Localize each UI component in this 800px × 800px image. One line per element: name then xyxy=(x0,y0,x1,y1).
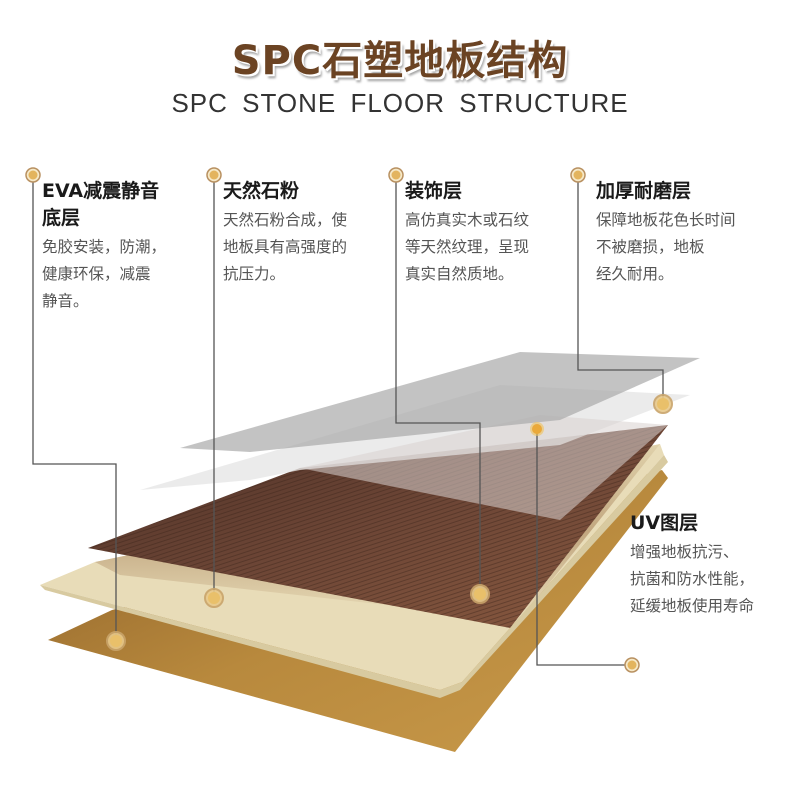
desc-line: 静音。 xyxy=(42,292,89,310)
label-eva: EVA减震静音 底层 免胶安装，防潮， 健康环保，减震 静音。 xyxy=(42,178,202,315)
dot-uv-start xyxy=(530,422,544,436)
label-decor-title: 装饰层 xyxy=(405,180,463,202)
dot-decor-top xyxy=(388,167,404,183)
desc-line: 不被磨损，地板 xyxy=(596,238,705,256)
leader-lines xyxy=(32,175,664,666)
label-stone-powder: 天然石粉 天然石粉合成，使 地板具有高强度的 抗压力。 xyxy=(223,178,393,288)
label-eva-title-1: EVA减震静音 xyxy=(42,180,160,202)
desc-line: 天然石粉合成，使 xyxy=(223,211,348,229)
label-wear-desc: 保障地板花色长时间 不被磨损，地板 经久耐用。 xyxy=(596,207,796,288)
desc-line: 免胶安装，防潮， xyxy=(42,238,167,256)
label-decor: 装饰层 高仿真实木或石纹 等天然纹理，呈现 真实自然质地。 xyxy=(405,178,575,288)
desc-line: 地板具有高强度的 xyxy=(223,238,348,256)
label-uv-title: UV图层 xyxy=(630,512,699,534)
desc-line: 高仿真实木或石纹 xyxy=(405,211,530,229)
desc-line: 抗压力。 xyxy=(223,265,286,283)
dot-stone-top xyxy=(206,167,222,183)
label-uv-desc: 增强地板抗污、 抗菌和防水性能， 延缓地板使用寿命 xyxy=(630,539,800,620)
dot-wear-top xyxy=(570,167,586,183)
wear-layer xyxy=(180,352,700,452)
label-decor-desc: 高仿真实木或石纹 等天然纹理，呈现 真实自然质地。 xyxy=(405,207,575,288)
label-uv: UV图层 增强地板抗污、 抗菌和防水性能， 延缓地板使用寿命 xyxy=(630,510,800,620)
desc-line: 增强地板抗污、 xyxy=(630,543,739,561)
desc-line: 延缓地板使用寿命 xyxy=(630,597,755,615)
desc-line: 健康环保，减震 xyxy=(42,265,151,283)
dot-eva-end xyxy=(106,631,126,651)
desc-line: 抗菌和防水性能， xyxy=(630,570,755,588)
label-stone-desc: 天然石粉合成，使 地板具有高强度的 抗压力。 xyxy=(223,207,393,288)
desc-line: 等天然纹理，呈现 xyxy=(405,238,530,256)
dot-uv-end xyxy=(624,657,640,673)
label-wear: 加厚耐磨层 保障地板花色长时间 不被磨损，地板 经久耐用。 xyxy=(596,178,796,288)
connector-dots xyxy=(25,167,673,673)
dot-stone-end xyxy=(204,588,224,608)
page-title: SPC石塑地板结构 xyxy=(231,38,569,84)
label-eva-title-2: 底层 xyxy=(42,207,81,229)
dot-eva-top xyxy=(25,167,41,183)
dot-decor-end xyxy=(470,584,490,604)
label-wear-title: 加厚耐磨层 xyxy=(596,180,692,202)
label-eva-desc: 免胶安装，防潮， 健康环保，减震 静音。 xyxy=(42,234,202,315)
desc-line: 经久耐用。 xyxy=(596,265,674,283)
dot-wear-end xyxy=(653,394,673,414)
desc-line: 保障地板花色长时间 xyxy=(596,211,736,229)
page-subtitle: SPC STONE FLOOR STRUCTURE xyxy=(171,88,629,118)
label-stone-title: 天然石粉 xyxy=(223,180,300,202)
desc-line: 真实自然质地。 xyxy=(405,265,514,283)
